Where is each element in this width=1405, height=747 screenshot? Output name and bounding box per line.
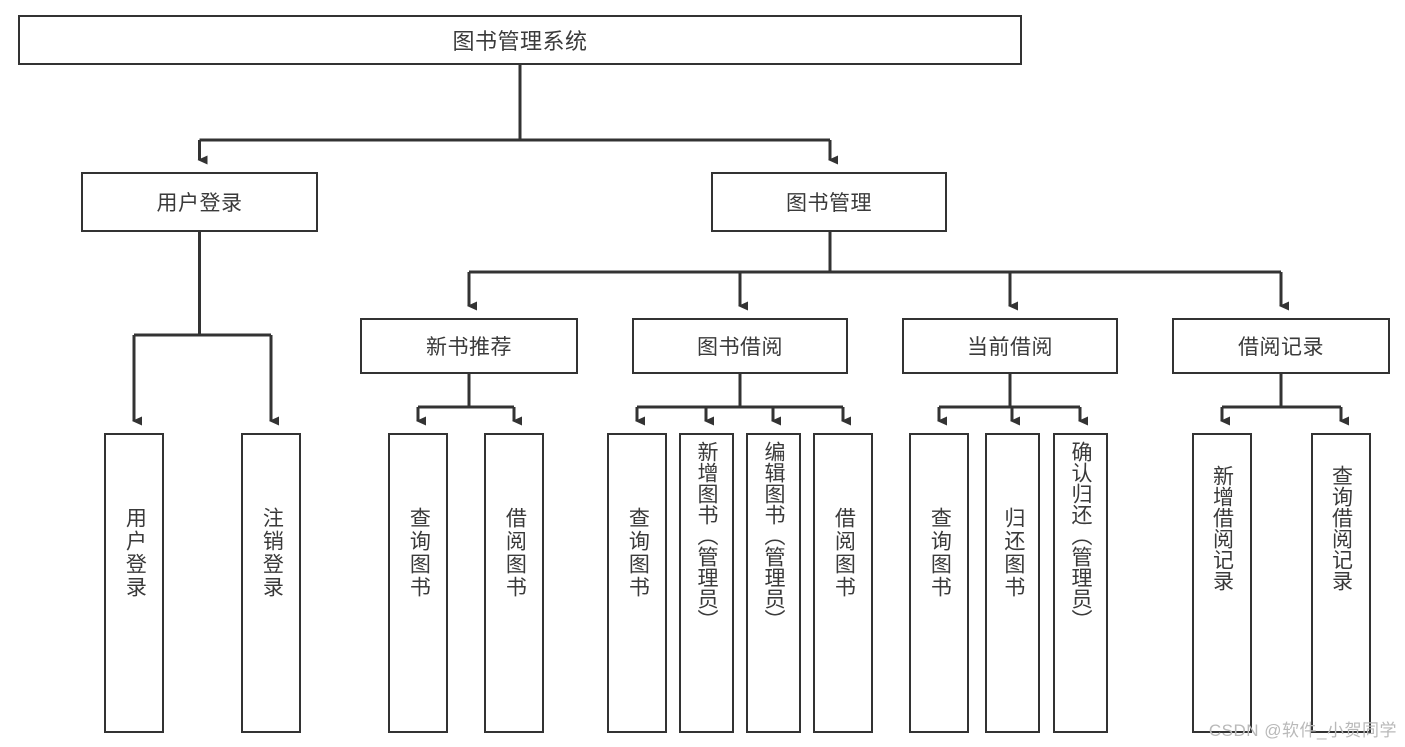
node-leaf-borrow-book[interactable]: 借阅图书	[813, 433, 873, 733]
node-leaf-confirm-return-label: 确认归还（管理员）	[1069, 441, 1093, 630]
node-borrow-record[interactable]: 借阅记录	[1172, 318, 1390, 374]
node-book-borrow-label: 图书借阅	[697, 336, 783, 359]
node-new-book-rec[interactable]: 新书推荐	[360, 318, 578, 374]
node-borrow-record-label: 借阅记录	[1238, 336, 1324, 359]
node-leaf-query-book-borrow-label: 查询图书	[626, 507, 650, 599]
node-new-book-rec-label: 新书推荐	[426, 336, 512, 359]
node-leaf-query-book-cur-label: 查询图书	[928, 507, 952, 599]
node-leaf-edit-book[interactable]: 编辑图书（管理员）	[746, 433, 801, 733]
node-current-borrow-label: 当前借阅	[967, 336, 1053, 359]
node-current-borrow[interactable]: 当前借阅	[902, 318, 1118, 374]
node-leaf-return-book[interactable]: 归还图书	[985, 433, 1040, 733]
node-book-manage[interactable]: 图书管理	[711, 172, 947, 232]
node-leaf-user-login[interactable]: 用户登录	[104, 433, 164, 733]
node-leaf-query-book-rec-label: 查询图书	[407, 507, 431, 599]
node-leaf-user-logout[interactable]: 注销登录	[241, 433, 301, 733]
node-leaf-query-book-borrow[interactable]: 查询图书	[607, 433, 667, 733]
node-leaf-confirm-return[interactable]: 确认归还（管理员）	[1053, 433, 1108, 733]
node-leaf-borrow-book-rec-label: 借阅图书	[503, 507, 527, 599]
node-leaf-query-book-rec[interactable]: 查询图书	[388, 433, 448, 733]
node-leaf-user-logout-label: 注销登录	[260, 507, 284, 599]
node-leaf-user-login-label: 用户登录	[123, 507, 147, 599]
node-leaf-query-book-cur[interactable]: 查询图书	[909, 433, 969, 733]
node-user-login-label: 用户登录	[156, 192, 243, 215]
node-leaf-add-borrow-record[interactable]: 新增借阅记录	[1192, 433, 1252, 733]
csdn-watermark: CSDN @软件_小贺同学	[1208, 721, 1397, 740]
node-book-manage-label: 图书管理	[786, 192, 872, 215]
node-user-login[interactable]: 用户登录	[81, 172, 318, 232]
node-leaf-query-borrow-record[interactable]: 查询借阅记录	[1311, 433, 1371, 733]
node-leaf-add-borrow-record-label: 新增借阅记录	[1210, 465, 1234, 591]
node-leaf-edit-book-label: 编辑图书（管理员）	[762, 441, 786, 630]
node-leaf-borrow-book-label: 借阅图书	[832, 507, 856, 599]
node-book-borrow[interactable]: 图书借阅	[632, 318, 848, 374]
node-root-label: 图书管理系统	[452, 29, 588, 54]
node-leaf-return-book-label: 归还图书	[1001, 507, 1025, 599]
node-root[interactable]: 图书管理系统	[18, 15, 1022, 65]
node-leaf-add-book-label: 新增图书（管理员）	[695, 441, 719, 630]
node-leaf-query-borrow-record-label: 查询借阅记录	[1329, 465, 1353, 591]
node-leaf-borrow-book-rec[interactable]: 借阅图书	[484, 433, 544, 733]
node-leaf-add-book[interactable]: 新增图书（管理员）	[679, 433, 734, 733]
